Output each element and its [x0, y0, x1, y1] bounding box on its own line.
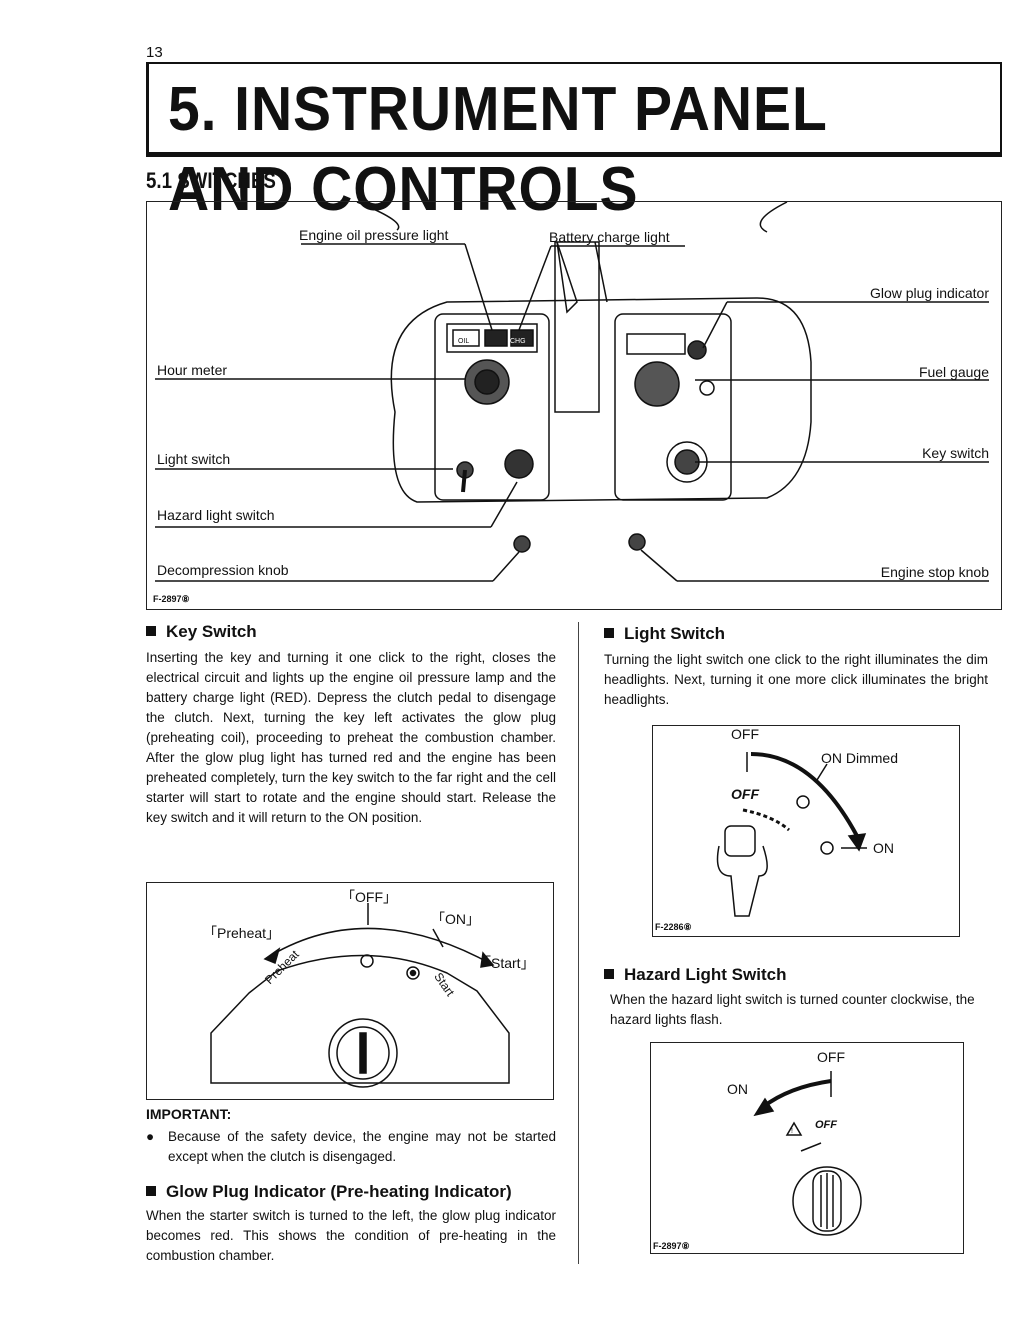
decompression-knob-label: Decompression knob	[157, 562, 289, 578]
bullet-dot-icon: ●	[146, 1129, 155, 1144]
light-switch-figure: OFF ON Dimmed OFF ON F-2286⑧	[652, 725, 960, 937]
light-figure-code: F-2286⑧	[655, 922, 692, 932]
bullet-square-icon	[146, 626, 156, 636]
hazard-figure-code: F-2897⑧	[653, 1241, 690, 1251]
important-heading: IMPORTANT:	[146, 1106, 232, 1122]
hazard-body: When the hazard light switch is turned c…	[610, 992, 975, 1027]
light-switch-body: Turning the light switch one click to th…	[604, 652, 988, 707]
key-switch-heading: Key Switch	[146, 622, 257, 642]
bullet-square-icon	[604, 969, 614, 979]
page-number: 13	[146, 44, 163, 61]
column-divider	[578, 622, 579, 1264]
hazard-triangle-icon: !	[791, 1128, 793, 1135]
header-rule	[146, 154, 1002, 157]
hazard-switch-figure: ! OFF ON OFF F-2897⑧	[650, 1042, 964, 1254]
key-switch-label: Key switch	[922, 445, 989, 461]
glow-plug-indicator-label: Glow plug indicator	[869, 285, 989, 301]
important-bullet: ● Because of the safety device, the engi…	[146, 1129, 556, 1164]
light-switch-drawing	[716, 752, 867, 917]
key-start-label: 「Start」	[477, 955, 535, 971]
light-on-label: ON	[873, 840, 894, 856]
fuel-gauge-label: Fuel gauge	[918, 364, 989, 380]
hazard-off-italic-label: OFF	[815, 1119, 837, 1131]
hour-meter-label: Hour meter	[157, 362, 228, 378]
key-off-label: 「OFF」	[341, 889, 397, 905]
hazard-light-switch-label: Hazard light switch	[157, 507, 275, 523]
hazard-off-label: OFF	[817, 1049, 845, 1065]
hazard-switch-drawing: !	[753, 1071, 862, 1236]
section-title: 5.1 SWITCHES	[146, 168, 276, 193]
glow-plug-body: When the starter switch is turned to the…	[146, 1208, 556, 1263]
bullet-square-icon	[604, 628, 614, 638]
hazard-heading: Hazard Light Switch	[604, 965, 786, 985]
key-switch-figure: 「OFF」 「ON」 「Preheat」 「Start」 Preheat Sta…	[146, 882, 554, 1100]
glow-plug-heading: Glow Plug Indicator (Pre-heating Indicat…	[146, 1182, 512, 1202]
light-off-label: OFF	[731, 726, 759, 742]
light-switch-heading: Light Switch	[604, 624, 725, 644]
chapter-header-box	[146, 62, 1002, 154]
light-off-italic-label: OFF	[731, 786, 759, 802]
key-preheat-label: 「Preheat」	[203, 925, 281, 941]
hazard-on-label: ON	[727, 1081, 748, 1097]
light-on-dimmed-label: ON Dimmed	[821, 750, 899, 766]
battery-charge-light-label: Battery charge light	[549, 229, 670, 245]
key-switch-body: Inserting the key and turning it one cli…	[146, 650, 556, 825]
bullet-square-icon	[146, 1186, 156, 1196]
figure-code: F-2897⑧	[153, 594, 190, 604]
oil-lamp-label: OIL	[458, 338, 469, 345]
chg-lamp-label: CHG	[510, 338, 526, 345]
instrument-panel-drawing: OIL CHG	[155, 202, 989, 582]
key-switch-drawing	[210, 903, 510, 1088]
instrument-panel-figure: OIL CHG Engine oil pressure light Batter…	[146, 201, 1002, 610]
key-on-label: 「ON」	[431, 911, 480, 927]
light-switch-label: Light switch	[157, 451, 231, 467]
engine-oil-pressure-light-label: Engine oil pressure light	[299, 227, 449, 243]
chapter-title: 5. INSTRUMENT PANEL AND CONTROLS	[168, 75, 827, 224]
engine-stop-knob-label: Engine stop knob	[880, 564, 989, 580]
